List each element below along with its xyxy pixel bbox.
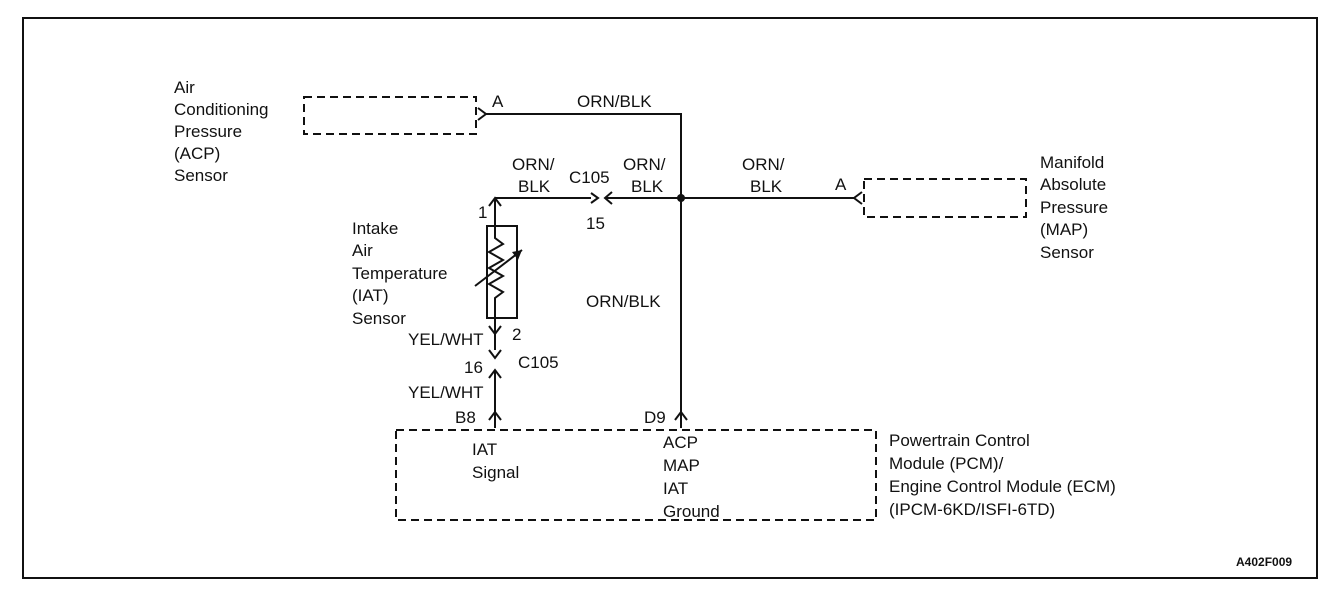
wire-label-map: BLK [750,177,783,196]
acp-label-line: Sensor [174,166,228,185]
acp-sensor-box [303,96,477,135]
map-sensor-box [863,178,1027,218]
pcm-right-line: IAT [663,479,688,498]
figure-id: A402F009 [1236,555,1292,569]
map-label-line: Sensor [1040,243,1094,262]
pcm-right-line: MAP [663,456,700,475]
map-label-line: Manifold [1040,153,1104,172]
pcm-title-line: (IPCM-6KD/ISFI-6TD) [889,500,1055,519]
pcm-title-line: Module (PCM)/ [889,454,1004,473]
pcm-left-line: Signal [472,463,519,482]
c105-lower-label: C105 [518,353,559,372]
pcm-box [395,429,877,521]
c105-upper-male [590,192,600,204]
wire-label-iat: ORN/ [512,155,555,174]
acp-wire [486,113,682,198]
acp-pin-label: A [492,92,504,111]
pcm-right-line: ACP [663,433,698,452]
wire-label-top: ORN/BLK [577,92,652,111]
iat-sensor-label: Intake Air Temperature (IAT) Sensor [352,219,447,328]
iat-label-line: (IAT) [352,286,389,305]
map-pin-label: A [835,175,847,194]
iat-arrowhead-icon [512,250,522,260]
acp-connector-terminal [477,107,488,121]
iat-thermistor-icon [486,226,506,318]
wire-label-vertical: ORN/BLK [586,292,661,311]
acp-label-line: Conditioning [174,100,269,119]
acp-label-line: Pressure [174,122,242,141]
iat-label-line: Temperature [352,264,447,283]
map-label-line: Absolute [1040,175,1106,194]
map-sensor-label: Manifold Absolute Pressure (MAP) Sensor [1040,153,1108,262]
acp-label-line: Air [174,78,195,97]
map-label-line: Pressure [1040,198,1108,217]
pcm-pin-b8: B8 [455,408,476,427]
wire-label-map: ORN/ [742,155,785,174]
pcm-left-line: IAT [472,440,497,459]
iat-pin2-label: 2 [512,325,521,344]
iat-pin1-label: 1 [478,203,487,222]
pcm-title: Powertrain Control Module (PCM)/ Engine … [889,431,1116,519]
pcm-title-line: Engine Control Module (ECM) [889,477,1116,496]
pcm-right-line: Ground [663,502,720,521]
acp-sensor-label: Air Conditioning Pressure (ACP) Sensor [174,78,269,185]
wire-label-yel-upper: YEL/WHT [408,330,484,349]
iat-sensor-body [486,225,518,319]
c105-upper-label: C105 [569,168,610,187]
map-label-line: (MAP) [1040,220,1088,239]
acp-label-line: (ACP) [174,144,220,163]
c105-upper-pin: 15 [586,214,605,233]
iat-label-line: Sensor [352,309,406,328]
pcm-pin-d9: D9 [644,408,666,427]
wire-label-c105: BLK [631,177,664,196]
pcm-title-line: Powertrain Control [889,431,1030,450]
c105-lower-male [488,349,502,360]
iat-variable-arrow-icon [474,249,523,287]
diagram-frame [22,17,1318,579]
iat-label-line: Air [352,241,373,260]
iat-pin2-terminal [488,325,502,336]
wire-label-iat: BLK [518,177,551,196]
wire-label-yel-lower: YEL/WHT [408,383,484,402]
wire-label-c105: ORN/ [623,155,666,174]
iat-label-line: Intake [352,219,398,238]
map-connector-terminal [852,191,863,205]
c105-lower-pin: 16 [464,358,483,377]
